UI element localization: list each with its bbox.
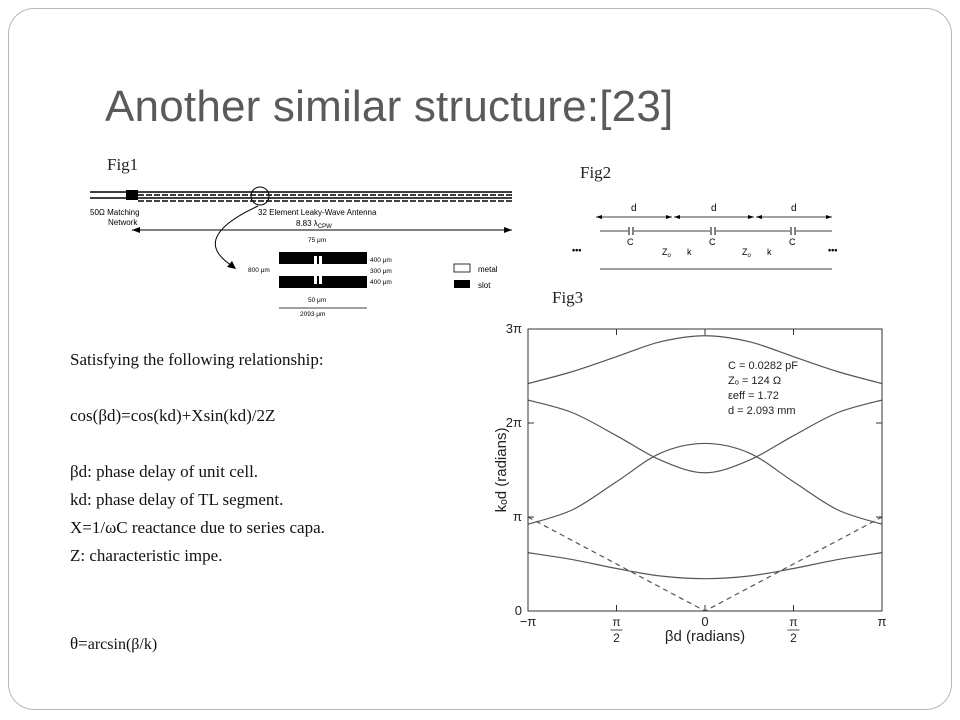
text-line-5: X=1/ωC reactance due to series capa. (70, 518, 325, 537)
chart-annotation-line-4: d = 2.093 mm (728, 405, 796, 417)
fig1-dim-300: 300 μm (370, 268, 392, 275)
plot-frame (527, 328, 883, 612)
fig3-label: Fig3 (552, 288, 584, 307)
chart-marks (527, 335, 883, 612)
y-tick-label-4: 3π (506, 321, 522, 336)
series-line-3 (527, 399, 883, 474)
series-line-2 (527, 442, 883, 525)
fig1-dim-2093: 2093 μm (300, 311, 325, 318)
fig1-dim-50: 50 μm (308, 297, 326, 304)
fig2-arrowheads (596, 215, 832, 219)
fig1-dim-400b: 400 μm (370, 279, 392, 286)
length-arrow (132, 227, 512, 233)
fig2-z-2: Zo (742, 247, 752, 259)
fig2-c-2: C (709, 237, 716, 247)
legend-metal-label: metal (478, 265, 498, 274)
feed-line (90, 190, 138, 200)
fig1-dim-75: 75 μm (308, 237, 326, 244)
legend-slot-label: slot (478, 281, 491, 290)
x-tick-label-den-4: 2 (790, 631, 797, 645)
fig2-d-2: d (711, 203, 717, 214)
fig1-dim-400a: 400 μm (370, 257, 392, 264)
x-tick-label-den-2: 2 (613, 631, 620, 645)
antenna-array (138, 191, 512, 202)
fig2-k-1: k (687, 247, 692, 257)
fig2-c-3: C (789, 237, 796, 247)
y-tick-label-2: π (513, 509, 522, 524)
chart-annotation: C = 0.0282 pF Zₒ = 124 Ω εeff = 1.72 d = 2.… (728, 360, 798, 417)
text-line-1: Satisfying the following relationship: (70, 350, 324, 369)
fig2-ellipsis-right: ••• (828, 245, 837, 255)
fig2-label: Fig2 (580, 163, 612, 182)
fig2-z-1: Zo (662, 247, 672, 259)
fig1-antenna-label: 32 Element Leaky-Wave Antenna (258, 208, 377, 217)
series-line-4 (527, 335, 883, 385)
fig2-ellipsis-left: ••• (572, 245, 581, 255)
fig1-length-label: 8.83 λCPW (296, 219, 332, 230)
fig2-c-1: C (627, 237, 634, 247)
fig1-label: Fig1 (107, 155, 139, 174)
fig2-k-2: k (767, 247, 772, 257)
zoom-arrow-head (227, 261, 236, 269)
fig2-diagram: d d d C C C Zo Zo k k ••• ••• (572, 203, 837, 270)
text-line-2: cos(βd)=cos(kd)+Xsin(kd)/2Z (70, 406, 276, 425)
chart-annotation-line-3: εeff = 1.72 (728, 390, 779, 402)
y-tick-label-3: 2π (506, 415, 522, 430)
theta-symbol: θ= (70, 634, 88, 653)
fig1-diagram: 50Ω Matching Network 32 Element Leaky-Wa… (90, 186, 512, 318)
legend-metal-swatch (453, 263, 471, 273)
x-axis-label: βd (radians) (665, 628, 745, 645)
zoom-arrow (214, 205, 259, 268)
fig2-d-1: d (631, 203, 637, 214)
text-line-3: βd: phase delay of unit cell. (70, 462, 259, 481)
y-tick-label-1: 0 (515, 603, 522, 618)
text-line-4: kd: phase delay of TL segment. (70, 490, 284, 509)
legend-slot-swatch (454, 280, 470, 288)
fig2-d-3: d (791, 203, 797, 214)
zoom-circle (250, 186, 270, 206)
x-tick-label-5: π (878, 614, 887, 629)
fig1-left-label-2: Network (108, 218, 138, 227)
slide-title: Another similar structure:[23] (105, 82, 674, 131)
x-tick-label-1: −π (520, 614, 537, 629)
y-axis-label: kₒd (radians) (493, 428, 510, 513)
chart-annotation-line-1: C = 0.0282 pF (728, 360, 798, 372)
slide-frame (8, 8, 952, 710)
unit-cell-detail (279, 252, 367, 288)
series-line-5 (527, 516, 883, 612)
x-tick-label-num-4: π (789, 615, 797, 629)
x-tick-label-3: 0 (701, 614, 708, 629)
chart-annotation-line-2: Zₒ = 124 Ω (728, 375, 781, 387)
text-line-6: Z: characteristic impe. (70, 546, 223, 565)
fig1-dim-800: 800 μm (248, 267, 270, 274)
theta-formula: arcsin(β/k) (87, 636, 158, 653)
fig1-left-label-1: 50Ω Matching (90, 208, 140, 217)
x-tick-label-num-2: π (612, 615, 620, 629)
series-line-1 (527, 552, 883, 580)
fig2-capacitors (628, 227, 796, 235)
text-line-7: θ=arcsin(β/k) (70, 634, 157, 654)
